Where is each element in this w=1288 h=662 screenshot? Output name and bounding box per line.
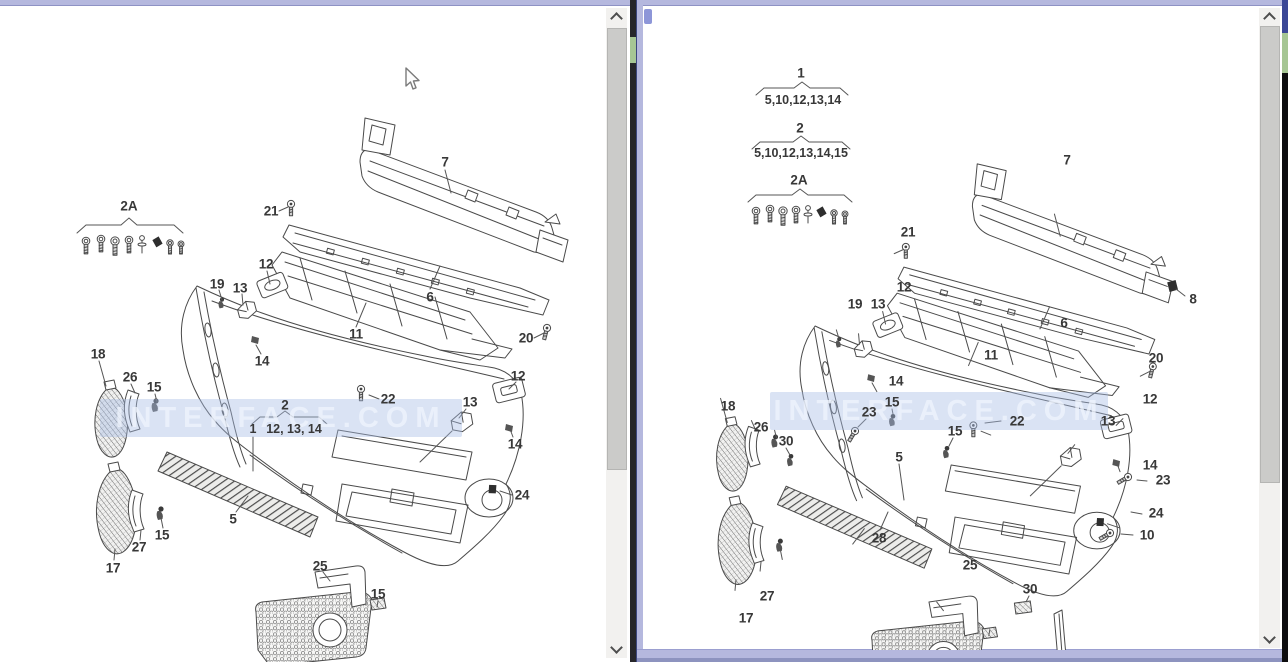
chevron-down-icon <box>610 641 623 654</box>
clip-30-upper <box>786 453 794 467</box>
scroll-up-button[interactable] <box>606 8 627 25</box>
screen-edge-black <box>1282 73 1288 662</box>
screen-edge-navy <box>1282 0 1288 33</box>
left-exploded-diagram <box>0 6 606 662</box>
window-divider <box>630 0 636 662</box>
right-panel-bottom-shadow <box>637 658 1283 662</box>
watermark: INTERFACE.COM <box>770 392 1108 430</box>
scrollbar-thumb[interactable] <box>1260 26 1280 483</box>
scroll-down-button[interactable] <box>606 641 627 658</box>
divider-green-fragment <box>630 37 636 63</box>
right-exploded-diagram <box>637 6 1260 650</box>
grille-piece-30-lower <box>1014 596 1066 650</box>
scrollbar-thumb[interactable] <box>607 28 627 470</box>
screen-edge-green <box>1282 33 1288 73</box>
right-panel-bottom-border <box>637 649 1283 658</box>
scroll-up-button[interactable] <box>1259 8 1280 25</box>
right-panel-left-border <box>637 0 643 662</box>
fastener-row-2a <box>751 204 849 226</box>
group-callout-2-brace <box>252 411 327 471</box>
chevron-up-icon <box>610 12 623 25</box>
chevron-up-icon <box>1263 12 1276 25</box>
left-panel-scrollbar[interactable] <box>606 8 627 658</box>
mouse-cursor-icon <box>405 67 420 90</box>
right-only-parts <box>786 279 1185 650</box>
window-artifact <box>644 9 652 24</box>
left-panel-titlebar <box>0 0 630 6</box>
fastener-row-2a <box>77 218 185 256</box>
right-panel-scrollbar[interactable] <box>1259 8 1280 648</box>
group-callout-braces <box>748 82 852 202</box>
right-panel-titlebar <box>637 0 1283 6</box>
chevron-down-icon <box>1263 631 1276 644</box>
scroll-down-button[interactable] <box>1259 631 1280 648</box>
left-diagram-panel: INTERFACE.COM <box>0 0 630 662</box>
watermark: INTERFACE.COM <box>100 399 462 437</box>
